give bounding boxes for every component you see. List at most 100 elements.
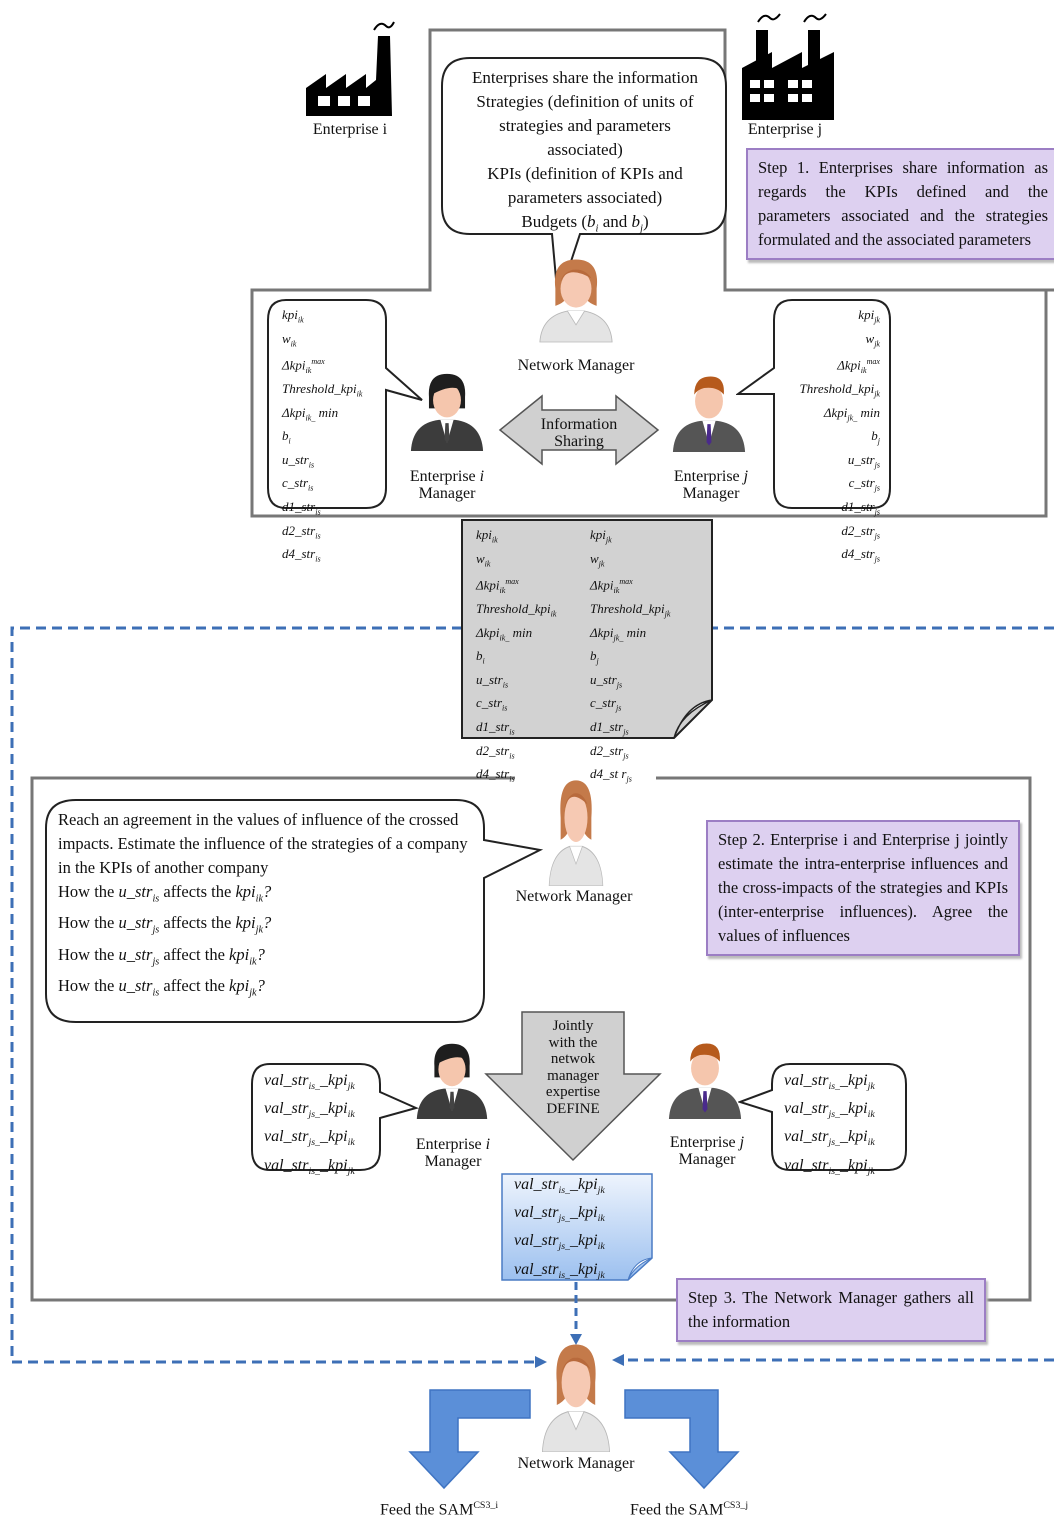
param-j-dkpimax: Δkpiikmax <box>837 357 880 376</box>
agreement-bubble-shape <box>45 799 544 1023</box>
param-i-ustr: u_stris <box>282 451 315 470</box>
params-j-list: kpijk wjk Δkpiikmax Threshold_kpijk Δkpi… <box>770 306 880 569</box>
val-left-list: val_stris__kpijk val_strjs__kpiik val_st… <box>264 1070 355 1183</box>
agreement-bubble-text: Reach an agreement in the values of infl… <box>58 808 478 1005</box>
enterprise-j-label: Enterprise j <box>747 121 823 138</box>
agreed-values-list: val_stris__kpijk val_strjs__kpiik val_st… <box>514 1174 605 1287</box>
param-i-kpi: kpiik <box>282 307 304 325</box>
doc-param-i-threshold: Threshold_kpiik <box>476 601 557 619</box>
param-j-threshold: Threshold_kpijk <box>799 381 880 399</box>
val-right-2: val_strjs__kpiik <box>784 1100 875 1121</box>
step1-frame-bottom <box>250 148 1048 518</box>
val-left-1: val_stris__kpijk <box>264 1072 355 1093</box>
share-line-3: strategies and parameters <box>499 116 671 135</box>
define-line-3: netwok <box>550 1051 596 1067</box>
val-right-list: val_stris__kpijk val_strjs__kpiik val_st… <box>784 1070 875 1183</box>
share-line-5: KPIs (definition of KPIs and <box>487 164 683 183</box>
agreed-values-document <box>501 1173 653 1281</box>
step2-frame <box>30 776 1032 1302</box>
arrowhead-right <box>612 1354 624 1366</box>
param-j-d1: d1_strjs <box>841 499 880 517</box>
doc-param-j-d2: d2_strjs <box>590 742 629 761</box>
param-i-b: bi <box>282 428 291 446</box>
information-sharing-label: Information Sharing <box>540 416 618 450</box>
param-i-w: wik <box>282 330 297 349</box>
share-bubble-text: Enterprises share the information Strate… <box>444 66 726 241</box>
enterprise-i-label: Enterprise i <box>312 121 388 138</box>
param-i-cstr: c_stris <box>282 475 314 494</box>
doc-param-j-dkpimin: Δkpijk_ min <box>590 624 647 643</box>
param-j-kpi: kpijk <box>858 307 880 325</box>
doc-param-i-d4: d4_stris <box>476 766 515 784</box>
val-right-4: val_stris__kpijk <box>784 1156 875 1177</box>
params-i-list: kpiik wik Δkpiikmax Threshold_kpiik Δkpi… <box>282 306 362 569</box>
param-i-dkpimax: Δkpiikmax <box>282 357 325 376</box>
information-sharing-arrow <box>498 394 660 466</box>
agreed-val-2: val_strjs__kpiik <box>514 1204 605 1225</box>
val-right-bubble-shape <box>738 1063 907 1171</box>
doc-param-i-d1: d1_stris <box>476 719 515 737</box>
network-manager-avatar <box>539 259 613 343</box>
define-line-1: Jointly <box>552 1018 594 1034</box>
share-line-1: Enterprises share the information <box>471 68 699 87</box>
enterprise-j-manager-avatar-2 <box>668 1043 742 1119</box>
step1-frame-top <box>428 28 1054 292</box>
doc-param-i-ustr: u_stris <box>476 671 509 690</box>
param-i-d1: d1_stris <box>282 499 321 517</box>
val-left-bubble-shape <box>251 1063 419 1171</box>
feed-arrow-left <box>408 1389 531 1490</box>
arrowhead-down <box>570 1334 582 1345</box>
val-right-3: val_strjs__kpiik <box>784 1128 875 1149</box>
share-line-4: associated) <box>547 140 623 159</box>
agreed-val-4: val_stris__kpijk <box>514 1260 605 1281</box>
val-left-2: val_strjs__kpiik <box>264 1100 355 1121</box>
doc-param-j-b: bj <box>590 648 599 666</box>
share-line-7: Budgets (bi and bj) <box>521 212 649 235</box>
param-i-d2: d2_stris <box>282 522 321 541</box>
param-j-cstr: c_strjs <box>848 475 880 494</box>
feed-arrow-right <box>624 1389 740 1490</box>
step3-box: Step 3. The Network Manager gathers all … <box>676 1278 986 1342</box>
param-i-dkpimin: Δkpiik_ min <box>282 404 339 423</box>
network-manager-label-1: Network Manager <box>517 357 635 374</box>
define-arrow-text: Jointly with the netwok manager expertis… <box>522 1018 624 1117</box>
doc-param-i-b: bi <box>476 648 485 666</box>
param-j-dkpimin: Δkpijk_ min <box>823 404 880 423</box>
doc-param-j-ustr: u_strjs <box>590 671 623 690</box>
doc-param-i-dkpimin: Δkpiik_ min <box>476 624 533 643</box>
doc-param-j-threshold: Threshold_kpijk <box>590 601 671 619</box>
doc-param-i-kpi: kpiik <box>476 527 498 545</box>
doc-param-j-dkpimax: Δkpiikmax <box>590 577 633 596</box>
agreement-question-2: How the u_strjs affects the kpijk? <box>58 913 272 936</box>
agreed-val-3: val_strjs__kpiik <box>514 1232 605 1253</box>
factory-icon <box>306 21 395 116</box>
params-j-bubble-shape <box>736 299 891 509</box>
agreement-intro: Reach an agreement in the values of infl… <box>58 810 468 877</box>
doc-param-j-cstr: c_strjs <box>590 695 622 714</box>
agreed-val-1: val_stris__kpijk <box>514 1176 605 1197</box>
params-i-bubble-shape <box>267 299 423 509</box>
shared-params-document <box>461 519 713 739</box>
param-j-w: wjk <box>865 330 880 349</box>
feed-sam-j-label: Feed the SAMCS3_j <box>630 1500 749 1519</box>
step1-box: Step 1. Enterprises share information as… <box>746 148 1054 260</box>
doc-param-j-d1: d1_strjs <box>590 719 629 737</box>
doc-param-j-w: wjk <box>590 550 605 569</box>
val-right-1: val_stris__kpijk <box>784 1072 875 1093</box>
doc-param-i-cstr: c_stris <box>476 695 508 714</box>
share-line-6: parameters associated) <box>507 188 663 207</box>
agreement-question-4: How the u_stris affect the kpijk? <box>58 975 265 999</box>
val-left-4: val_stris__kpijk <box>264 1156 355 1177</box>
param-j-d2: d2_strjs <box>841 522 880 541</box>
param-i-threshold: Threshold_kpiik <box>282 381 363 399</box>
define-arrow <box>484 1011 662 1162</box>
param-j-d4: d4_strjs <box>841 546 880 564</box>
define-line-6: DEFINE <box>546 1100 600 1117</box>
share-line-2: Strategies (definition of units of <box>476 92 694 111</box>
factory-building-icon <box>742 13 834 120</box>
define-line-4: manager <box>547 1067 599 1084</box>
agreement-question-1: How the u_stris affects the kpiik? <box>58 882 272 905</box>
